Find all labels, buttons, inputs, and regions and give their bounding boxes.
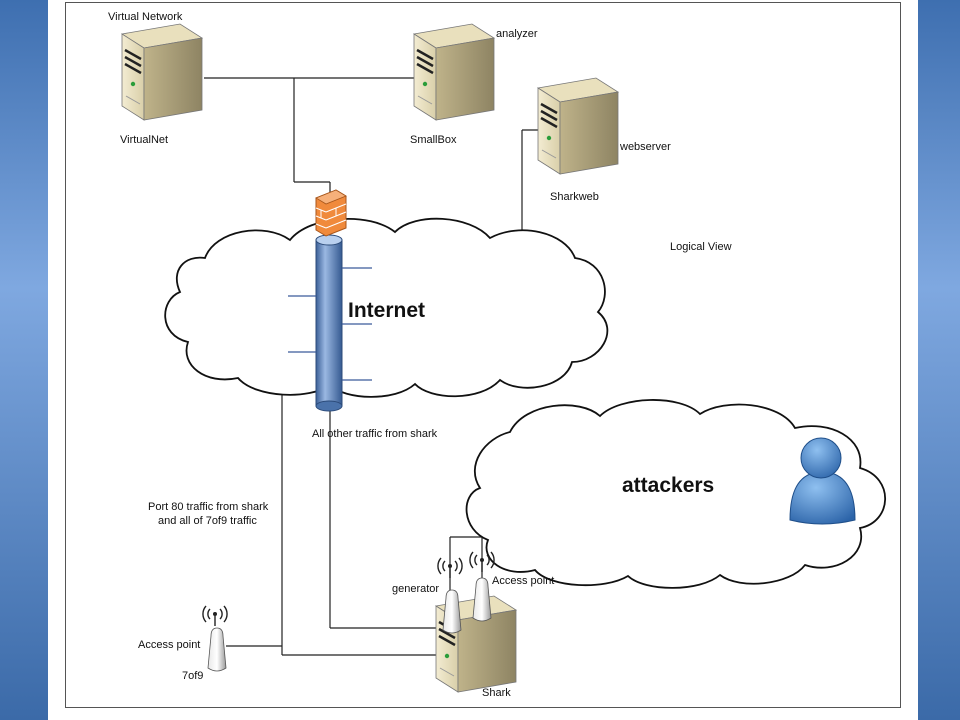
port80-label-line1: Port 80 traffic from shark	[148, 501, 269, 513]
generator-label: generator	[392, 583, 439, 595]
ap-7of9-bottom-label: 7of9	[182, 670, 203, 682]
virtualnet-bottom-label: VirtualNet	[120, 134, 168, 146]
diagram-frame	[65, 2, 901, 708]
left-border	[0, 0, 48, 720]
access-point-generator[interactable]	[442, 589, 462, 634]
sharkweb-bottom-label: Sharkweb	[550, 191, 599, 203]
server-virtualnet[interactable]	[120, 22, 204, 122]
view-label: Logical View	[670, 241, 732, 253]
user-icon	[789, 437, 856, 525]
smallbox-bottom-label: SmallBox	[410, 134, 457, 146]
server-smallbox[interactable]	[412, 22, 496, 122]
attackers-cloud: attackers	[465, 399, 886, 589]
other-traffic-label: All other traffic from shark	[312, 428, 438, 440]
attackers-label: attackers	[622, 474, 714, 497]
internet-cloud: Internet	[164, 217, 609, 398]
firewall-icon	[315, 189, 347, 237]
virtualnet-top-label: Virtual Network	[108, 11, 183, 23]
shark-bottom-label: Shark	[482, 687, 511, 699]
access-point-7of9[interactable]	[207, 627, 227, 672]
slide: Internet	[48, 0, 918, 720]
port80-label-line2: and all of 7of9 traffic	[158, 515, 257, 527]
right-border	[918, 0, 960, 720]
wifi-icon	[202, 605, 228, 627]
network-diagram: Internet	[108, 11, 886, 699]
internet-backbone	[288, 234, 372, 412]
internet-label: Internet	[348, 299, 425, 322]
ap-shark-label: Access point	[492, 575, 554, 587]
ap-7of9-top-label: Access point	[138, 639, 200, 651]
smallbox-side-label: analyzer	[496, 28, 538, 40]
access-point-shark[interactable]	[472, 577, 492, 622]
server-sharkweb[interactable]	[536, 76, 620, 176]
sharkweb-side-label: webserver	[619, 141, 671, 153]
